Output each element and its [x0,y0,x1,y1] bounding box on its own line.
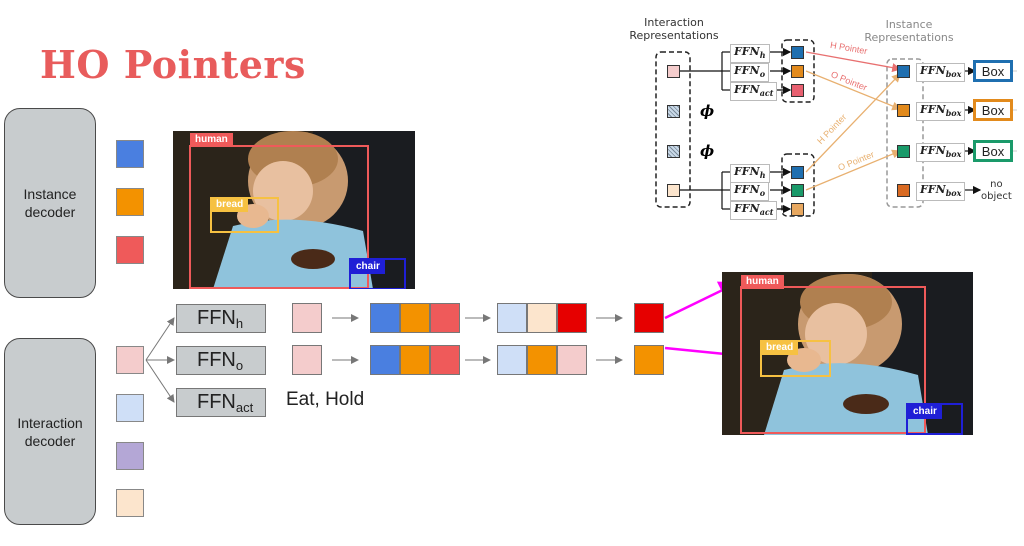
inset-ffn-act-2: FFNact [730,201,777,220]
inset-ffn-h-2: FFNh [730,164,770,183]
h-pointer-result [634,303,664,333]
inset-ffn-box-1: FFNbox [916,63,965,82]
ffn-h-box: FFNh [176,304,266,333]
inst-rep-2 [897,104,910,117]
chair-tag-2: chair [908,405,942,419]
box-output-blue: Box [973,60,1013,82]
inset-h-emb-1 [791,46,804,59]
inset-h-emb-2 [791,166,804,179]
ffn-h-label: FFN [197,307,236,330]
inset-ffn-o-2: FFNo [730,182,769,201]
inset-ffn-box-2: FFNbox [916,102,965,121]
no-object-label: no object [981,179,1012,203]
inset-ffn-box-1-base: FFN [920,64,946,77]
inst-rep-4 [897,184,910,197]
inset-ffn-o-1-sub: o [760,69,765,79]
o-pointer-result [634,345,664,375]
input-image: human bread chair [173,131,415,289]
ffn-act-label: FFN [197,391,236,414]
inset-ffn-o-2-sub: o [760,188,765,198]
inset-act-emb-2 [791,203,804,216]
action-output: Eat, Hold [286,389,364,411]
phi-symbol-1: ϕ [700,102,714,120]
int-rep-3 [667,145,680,158]
human-tag: human [190,133,233,147]
inset-ffn-h-1: FFNh [730,44,770,63]
h-embedding [292,303,322,333]
inset-ffn-box-4: FFNbox [916,182,965,201]
instance-cell-red [430,303,460,333]
instance-cell-blue-2 [370,345,400,375]
inset-ffn-box-3: FFNbox [916,143,965,162]
inset-ffn-act-1: FFNact [730,82,777,101]
int-rep-1 [667,65,680,78]
inset-ffn-act-1-sub: act [760,88,774,98]
inset-ffn-box-2-sub: box [946,108,962,118]
bread-tag-2: bread [761,341,798,355]
inset-ffn-h-1-base: FFN [734,45,760,58]
instance-cell-blue [370,303,400,333]
inset-ffn-o-1-base: FFN [734,64,760,77]
ffn-act-sub: act [236,400,253,415]
inset-ffn-act-2-base: FFN [734,202,760,215]
bread-tag: bread [211,198,248,212]
box-output-orange: Box [973,99,1013,121]
chair-tag: chair [351,260,385,274]
inset-act-emb-1 [791,84,804,97]
ffn-h-sub: h [236,316,243,331]
ffn-act-box: FFNact [176,388,266,417]
similarity-cell-5 [527,345,557,375]
inset-ffn-h-2-sub: h [760,170,766,180]
inset-o-emb-1 [791,65,804,78]
inset-diagram: Interaction Representations Instance Rep… [625,12,1020,227]
similarity-cell-4 [497,345,527,375]
inset-o-emb-2 [791,184,804,197]
human-tag-2: human [741,275,784,289]
similarity-cell-3 [557,303,587,333]
inset-ffn-act-1-base: FFN [734,83,760,96]
inset-ffn-h-1-sub: h [760,50,766,60]
inset-ffn-box-3-base: FFN [920,144,946,157]
inst-rep-3 [897,145,910,158]
ffn-o-label: FFN [197,349,236,372]
inset-ffn-act-2-sub: act [760,207,774,217]
inset-ffn-box-2-base: FFN [920,103,946,116]
inset-ffn-h-2-base: FFN [734,165,760,178]
ffn-o-box: FFNo [176,346,266,375]
int-rep-4 [667,184,680,197]
inset-ffn-box-4-sub: box [946,188,962,198]
similarity-cell-2 [527,303,557,333]
inset-ffn-o-1: FFNo [730,63,769,82]
inst-rep-1 [897,65,910,78]
phi-symbol-2: ϕ [700,142,714,160]
inset-ffn-box-1-sub: box [946,69,962,79]
inset-ffn-o-2-base: FFN [734,183,760,196]
no-object-2: object [981,191,1012,202]
similarity-cell-6 [557,345,587,375]
similarity-cell-1 [497,303,527,333]
instance-cell-red-2 [430,345,460,375]
inset-ffn-box-4-base: FFN [920,183,946,196]
int-rep-2 [667,105,680,118]
no-object-1: no [990,179,1002,190]
instance-cell-orange [400,303,430,333]
box-output-green: Box [973,140,1013,162]
output-image: human bread chair [722,272,973,435]
inset-ffn-box-3-sub: box [946,149,962,159]
ffn-o-sub: o [236,358,243,373]
o-embedding [292,345,322,375]
instance-cell-orange-2 [400,345,430,375]
